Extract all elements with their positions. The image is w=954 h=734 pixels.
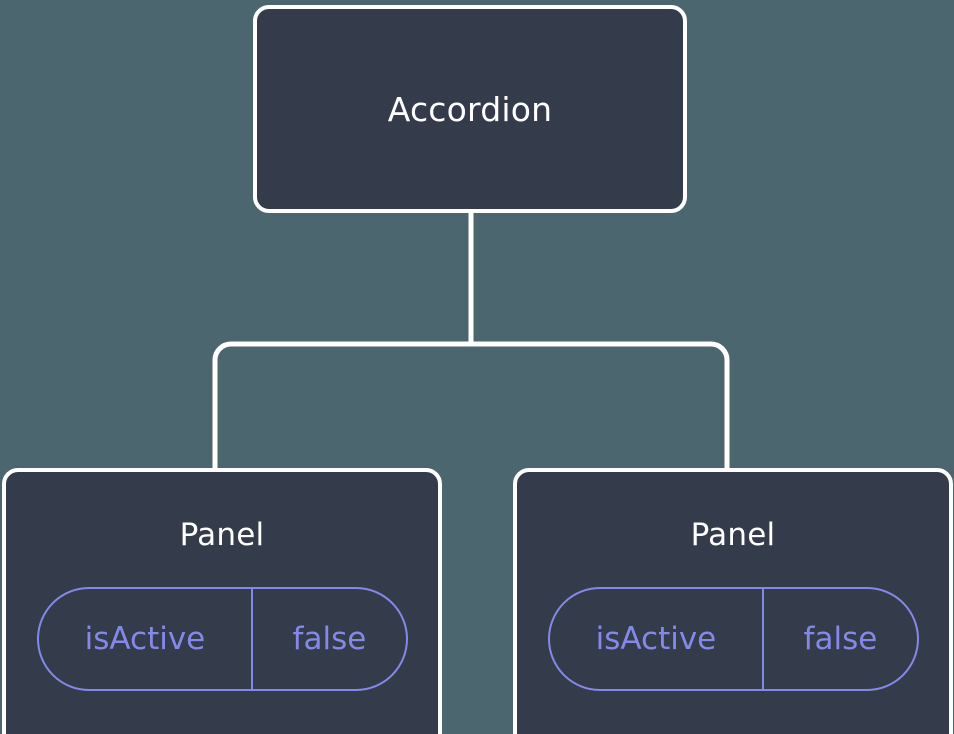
node-title: Panel (690, 517, 776, 553)
tree-node-panel-1[interactable]: Panel isActive false (2, 468, 442, 734)
connector-branch-left (212, 341, 471, 474)
node-title: Panel (179, 517, 265, 553)
tree-node-accordion[interactable]: Accordion (253, 5, 687, 213)
tree-node-panel-2[interactable]: Panel isActive false (513, 468, 953, 734)
prop-key: isActive (84, 620, 206, 657)
node-title: Accordion (387, 89, 553, 129)
prop-pill-isactive[interactable]: isActive false (36, 587, 408, 691)
prop-divider (762, 589, 765, 689)
prop-pill-isactive[interactable]: isActive false (547, 587, 919, 691)
prop-value: false (803, 620, 878, 657)
prop-key: isActive (595, 620, 717, 657)
prop-value: false (292, 620, 367, 657)
prop-divider (251, 589, 254, 689)
connector-branch-right (471, 341, 730, 474)
